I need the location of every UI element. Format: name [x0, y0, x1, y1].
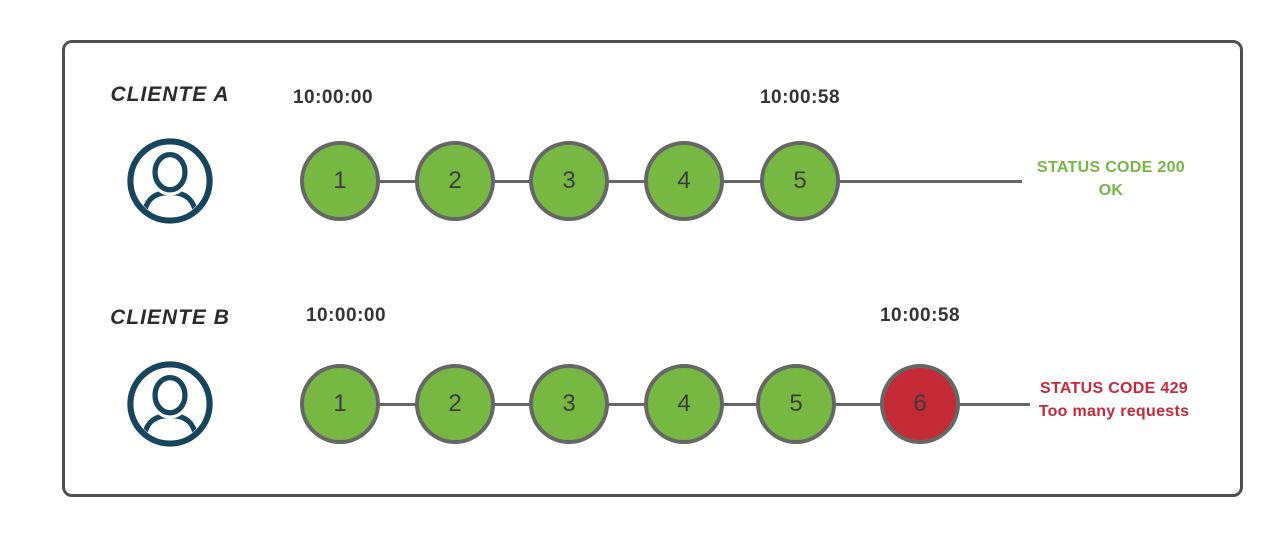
client-b-status: STATUS CODE 429 Too many requests — [1028, 377, 1200, 423]
client-a-status-message: OK — [1098, 182, 1124, 199]
client-a-status: STATUS CODE 200 OK — [1028, 156, 1194, 202]
client-b-end-time: 10:00:58 — [879, 305, 961, 326]
client-a-request-3: 3 — [529, 141, 609, 221]
client-b-request-3: 3 — [529, 364, 609, 444]
client-b-request-5: 5 — [756, 364, 836, 444]
client-b-start-time: 10:00:00 — [305, 305, 387, 326]
client-a-user-icon — [126, 137, 214, 225]
client-a-start-time: 10:00:00 — [292, 87, 374, 108]
client-a-request-5: 5 — [760, 141, 840, 221]
client-b-status-message: Too many requests — [1038, 403, 1190, 420]
client-b-request-1: 1 — [300, 364, 380, 444]
client-a-request-4: 4 — [644, 141, 724, 221]
client-b-request-4: 4 — [644, 364, 724, 444]
client-a-request-2: 2 — [415, 141, 495, 221]
client-b-label: CLIENTE B — [110, 306, 230, 329]
client-a-label: CLIENTE A — [110, 83, 230, 106]
client-b-status-code: STATUS CODE 429 — [1040, 380, 1188, 397]
client-b-user-icon — [126, 360, 214, 448]
client-a-status-code: STATUS CODE 200 — [1037, 159, 1185, 176]
client-b-request-6-rate-limited: 6 — [880, 364, 960, 444]
client-b-request-2: 2 — [415, 364, 495, 444]
client-a-end-time: 10:00:58 — [759, 87, 841, 108]
client-a-request-1: 1 — [300, 141, 380, 221]
